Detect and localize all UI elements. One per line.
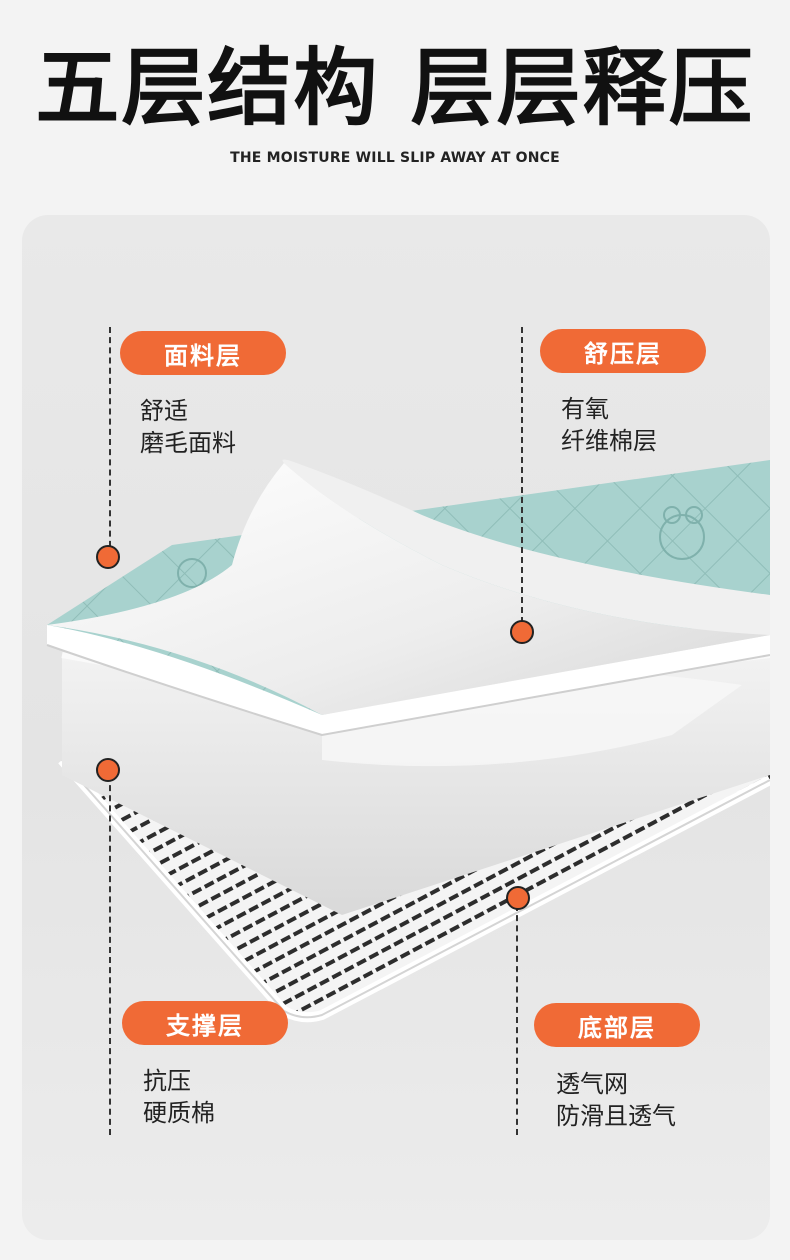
layer-desc-support: 抗压硬质棉: [143, 1067, 215, 1127]
layer-label-fabric: 面料层: [120, 331, 286, 375]
page-subtitle: THE MOISTURE WILL SLIP AWAY AT ONCE: [230, 150, 560, 166]
marker-dot-support: [96, 758, 120, 782]
marker-dot-fabric: [96, 545, 120, 569]
marker-dot-bottom: [506, 886, 530, 910]
layer-desc-fabric: 舒适磨毛面料: [140, 397, 236, 457]
curled-layer: [47, 463, 770, 715]
guide-line-comfort: [521, 327, 523, 633]
layer-desc-comfort: 有氧纤维棉层: [561, 395, 657, 455]
page-title: 五层结构 层层释压: [35, 39, 755, 137]
layer-label-support: 支撑层: [122, 1001, 288, 1045]
guide-line-bottom: [516, 905, 518, 1135]
mattress-layers-illustration: [46, 459, 770, 1023]
guide-line-fabric: [109, 327, 111, 557]
marker-dot-comfort: [510, 620, 534, 644]
guide-line-support: [109, 775, 111, 1135]
layer-label-bottom: 底部层: [534, 1003, 700, 1047]
layer-desc-bottom: 透气网防滑且透气: [556, 1070, 676, 1130]
mattress-illustration-panel: 面料层 舒适磨毛面料 舒压层 有氧纤维棉层 支撑层 抗压硬质棉 底部层 透气网防…: [22, 215, 770, 1240]
layer-label-comfort: 舒压层: [540, 329, 706, 373]
